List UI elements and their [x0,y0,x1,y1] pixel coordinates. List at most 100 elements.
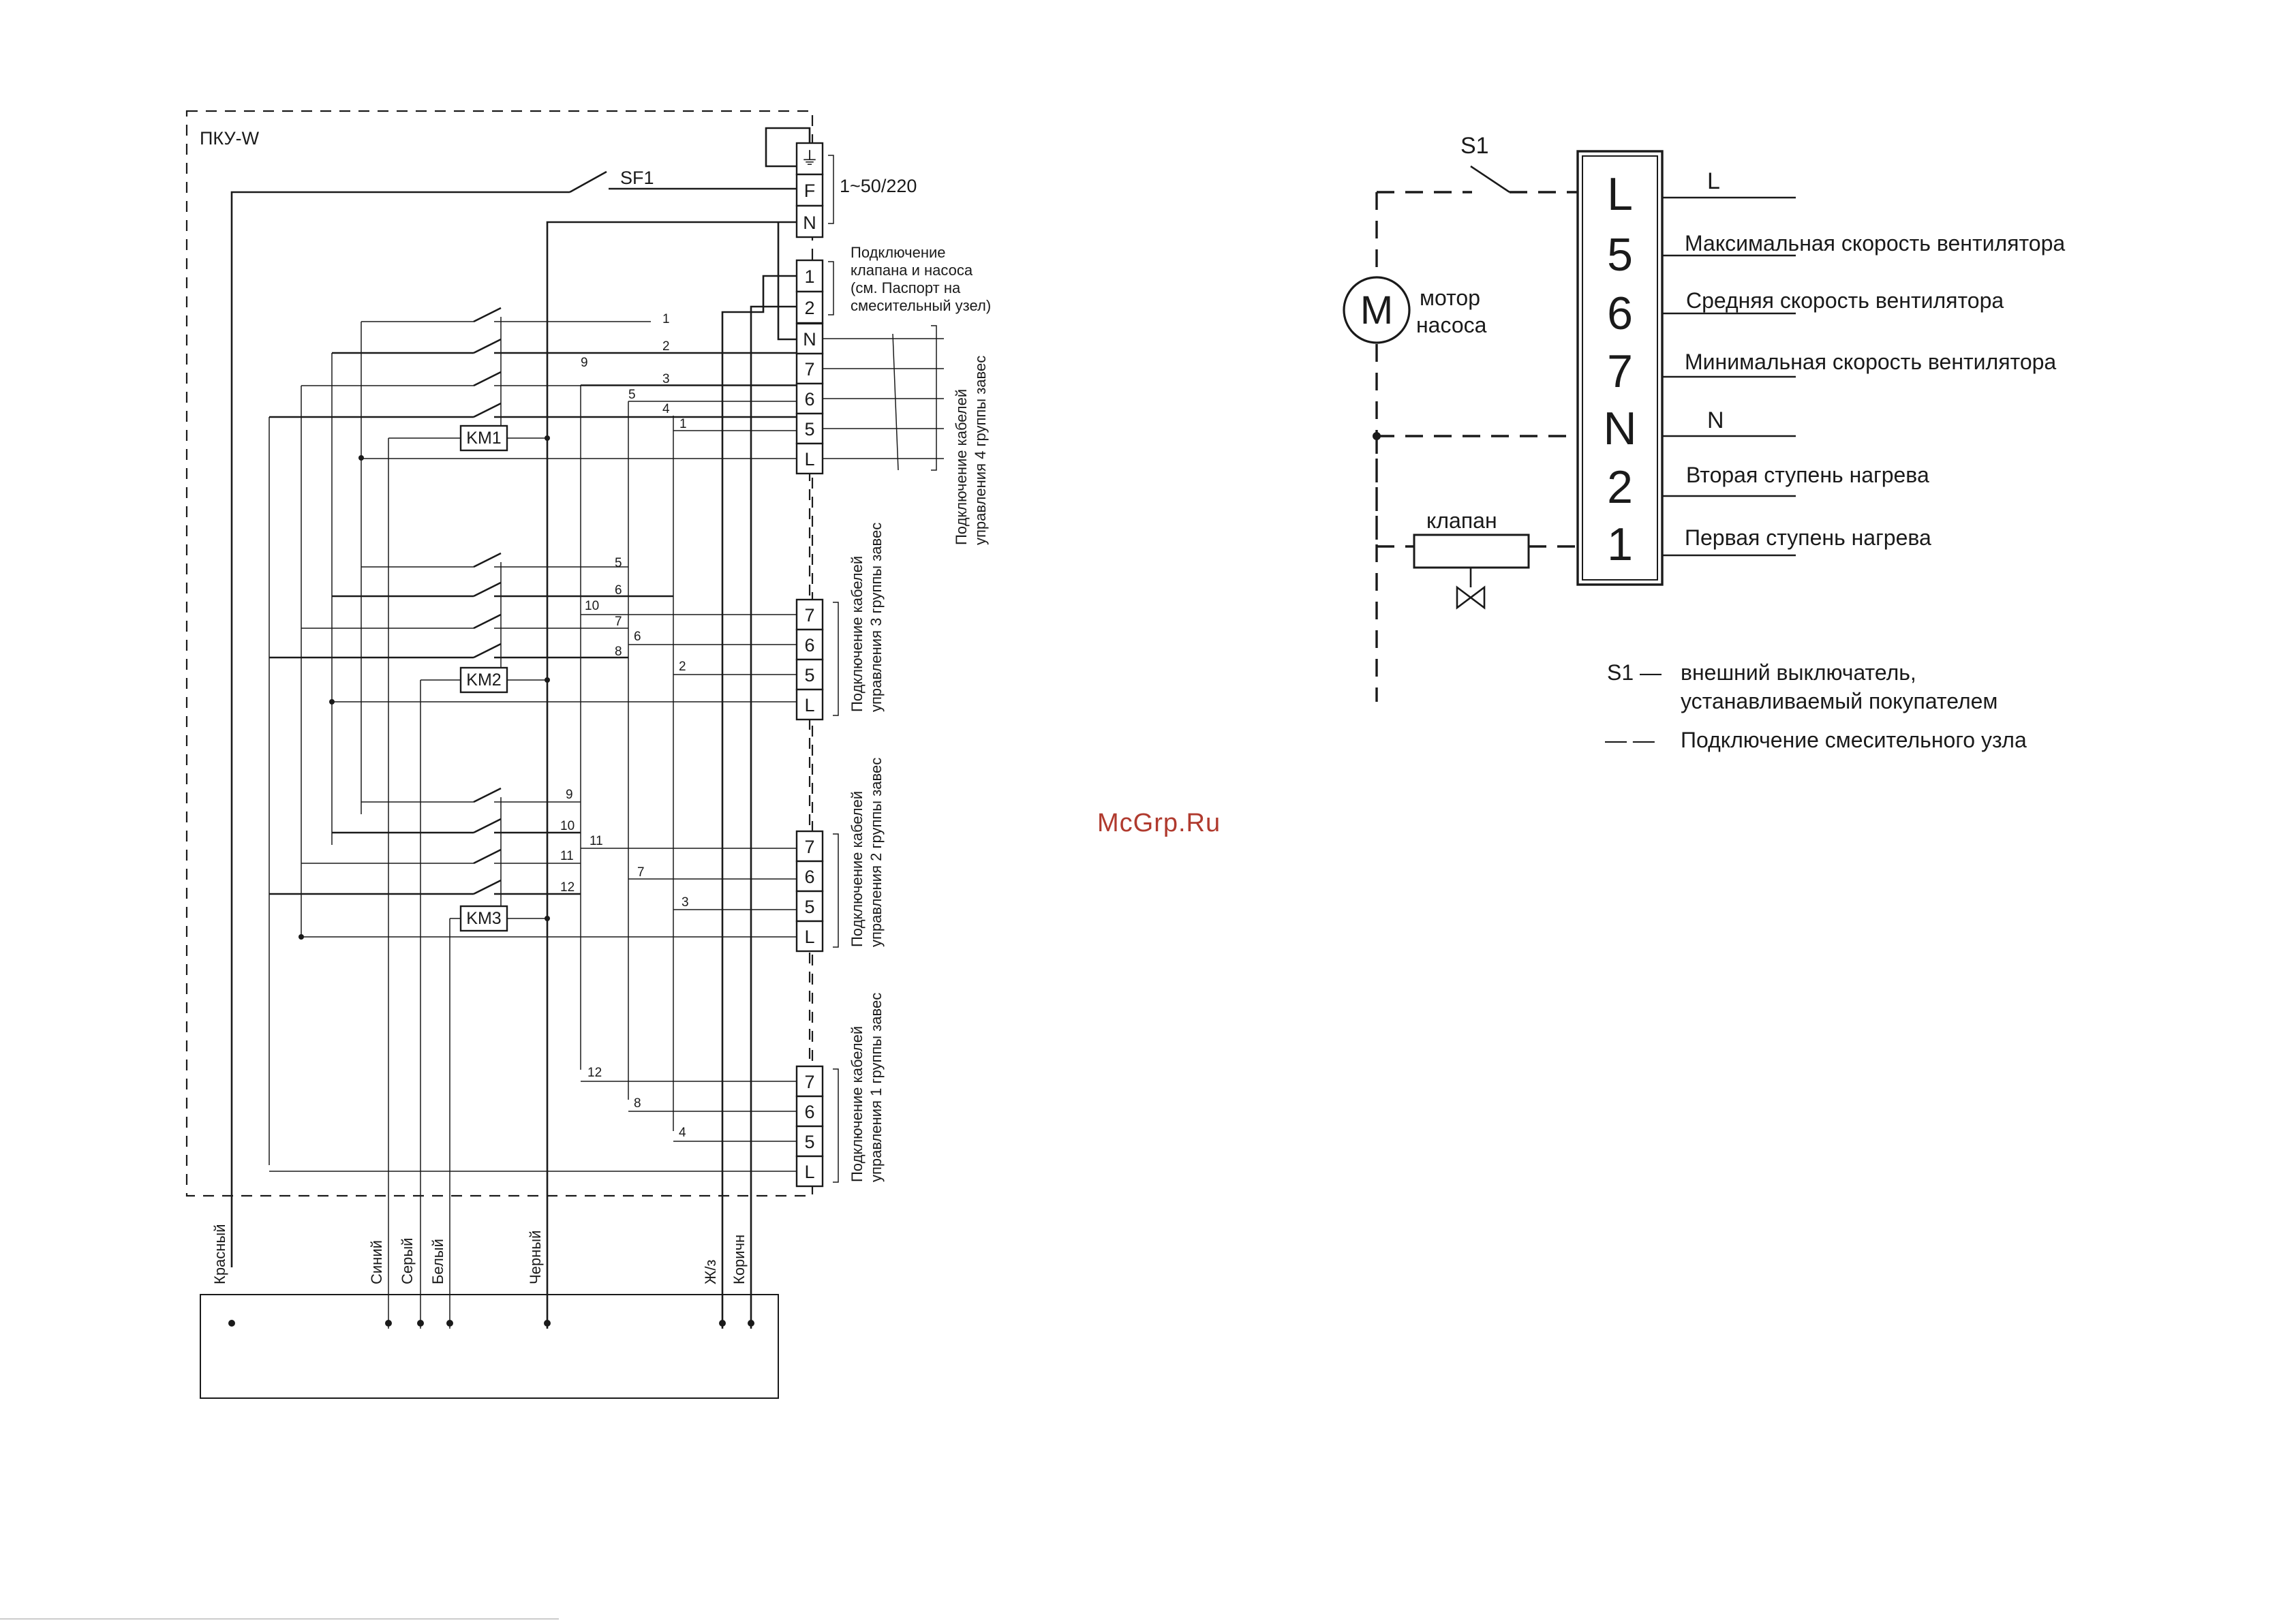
valve-pump-note-1: Подключение [851,244,946,261]
motor-symbol: M [1360,288,1393,333]
km2-label: KM2 [466,670,501,690]
g4-wire-1: 1 [662,312,670,326]
wire-red: Красный [211,1224,228,1284]
g2-caption-1: Подключение кабелей [848,791,866,947]
g1-wire-8: 8 [634,1096,641,1111]
g3-caption-1: Подключение кабелей [848,556,866,712]
control-terminal-block [1576,150,1664,586]
label-min-speed: Минимальная скорость вентилятора [1685,350,2056,374]
panel-title: ПКУ-W [200,128,260,149]
km3-label: KM3 [466,909,501,928]
wire-yellow-green: Ж/з [702,1259,719,1284]
contactor-km3-contacts: KM3 9 10 11 11 7 12 3 [269,787,797,940]
breaker-sf1: SF1 [230,168,797,1329]
g4-terminal-5-label: 5 [804,419,814,439]
valve-pump-note-3: (см. Паспорт на [851,279,961,296]
g2-wire-10: 10 [560,819,575,833]
block-terminal-6: 6 [1607,288,1633,339]
g1-caption-2: управления 1 группы завес [868,993,885,1182]
valve-pump-note-2: клапана и насоса [851,262,973,279]
contactor-km1-contacts: KM1 1 2 9 3 5 4 1 [269,307,797,461]
g3-terminal-6 [795,628,824,661]
group-1-wiring: 12 8 4 [269,1066,797,1172]
g2-terminal-7 [795,830,824,863]
block-terminal-n: N [1603,403,1636,454]
terminal-group-1: 7 6 5 L Подключение кабелей управления 1… [795,993,885,1188]
g4-terminal-6 [795,382,824,415]
g4-terminal-n-label: N [803,329,816,350]
switch-s1-label: S1 [1460,133,1489,159]
km1-label: KM1 [466,429,501,448]
g3-caption-2: управления 3 группы завес [868,523,885,712]
g2-terminal-5-label: 5 [804,897,814,917]
g2-terminal-l [795,920,824,953]
supply-terminal-block: ⏚ F N 1~50/220 [765,127,917,238]
pump-motor-icon [1343,276,1411,344]
valve-actuator [1413,534,1530,569]
g3-terminal-l [795,688,824,721]
g4-wire-9: 9 [581,356,588,370]
g1-caption-1: Подключение кабелей [848,1026,866,1182]
g2-terminal-l-label: L [804,927,814,947]
g2-terminal-6-label: 6 [804,867,814,887]
panel-boundary [185,110,814,1197]
breaker-label: SF1 [620,168,654,188]
g3-terminal-l-label: L [804,695,814,715]
g3-wire-7: 7 [615,615,622,629]
label-l: L [1707,168,1720,194]
legend-dash-symbol: — — [1605,728,1655,752]
cable-block [200,1294,779,1399]
g2-wire-3: 3 [682,895,689,910]
motor-label-1: мотор [1420,285,1480,310]
g1-terminal-6 [795,1095,824,1128]
terminal-ground-symbol: ⏚ [801,149,819,169]
legend-s1-text-2: устанавливаемый покупателем [1681,689,1997,713]
g4-terminal-n [795,322,824,355]
block-terminal-5: 5 [1607,229,1633,281]
g1-terminal-7-label: 7 [804,1072,814,1092]
legend-dash-text: Подключение смесительного узла [1681,728,2027,752]
valve-pump-terminal-block: 1 2 Подключение клапана и насоса (см. Па… [721,222,991,1329]
g3-terminal-7-label: 7 [804,605,814,625]
wire-brown: Коричн [731,1235,748,1284]
terminal-n [795,204,824,238]
label-heat-stage-1: Первая ступень нагрева [1685,525,1931,550]
block-terminal-1: 1 [1607,519,1633,570]
valve-icon [1456,585,1486,610]
legend-s1-text-1: внешний выключатель, [1681,660,1916,685]
g3-wire-6: 6 [615,583,622,598]
g1-terminal-l-label: L [804,1162,814,1182]
wire-blue: Синий [368,1240,385,1284]
terminal-n-label: N [803,213,816,233]
control-cable: Красный Синий Серый Белый Черный Ж/з Кор… [200,1224,779,1399]
g4-wire-2: 2 [662,339,670,354]
g3-wire-2: 2 [679,660,686,674]
panel-pku-w: ПКУ-W ⏚ F N 1~50/220 SF1 1 2 [185,110,991,1329]
terminal-group-3: 7 6 5 L Подключение кабелей управления 3… [795,523,885,721]
wire-grey: Серый [399,1238,416,1284]
wire-black: Черный [527,1231,544,1284]
g2-wire-11a: 11 [590,834,603,848]
g1-wire-12: 12 [587,1066,602,1080]
g2-terminal-7-label: 7 [804,837,814,857]
terminal-1-label: 1 [804,266,814,287]
block-terminal-l: L [1607,168,1633,220]
wire-white: Белый [429,1239,446,1284]
g4-terminal-l-label: L [804,449,814,469]
g1-terminal-5-label: 5 [804,1132,814,1152]
g3-wire-10: 10 [585,599,599,613]
g4-caption-1: Подключение кабелей [953,389,970,545]
g4-wire-5: 5 [628,388,636,402]
g2-wire-11: 11 [560,849,574,863]
g3-wire-6b: 6 [634,630,641,644]
external-connection-diagram: L 5 6 7 N 2 1 L Максимальная скорость ве… [1343,133,2065,752]
valve-label: клапан [1426,508,1497,533]
terminal-group-2: 7 6 5 L Подключение кабелей управления 2… [795,758,885,953]
label-mid-speed: Средняя скорость вентилятора [1686,288,2004,313]
g1-terminal-6-label: 6 [804,1102,814,1122]
g4-wire-3: 3 [662,372,670,386]
g4-caption-2: управления 4 группы завес [972,356,989,545]
terminal-group-4: N 7 6 5 L Подключение кабелей управления… [795,322,989,545]
terminal-2-label: 2 [804,298,814,318]
